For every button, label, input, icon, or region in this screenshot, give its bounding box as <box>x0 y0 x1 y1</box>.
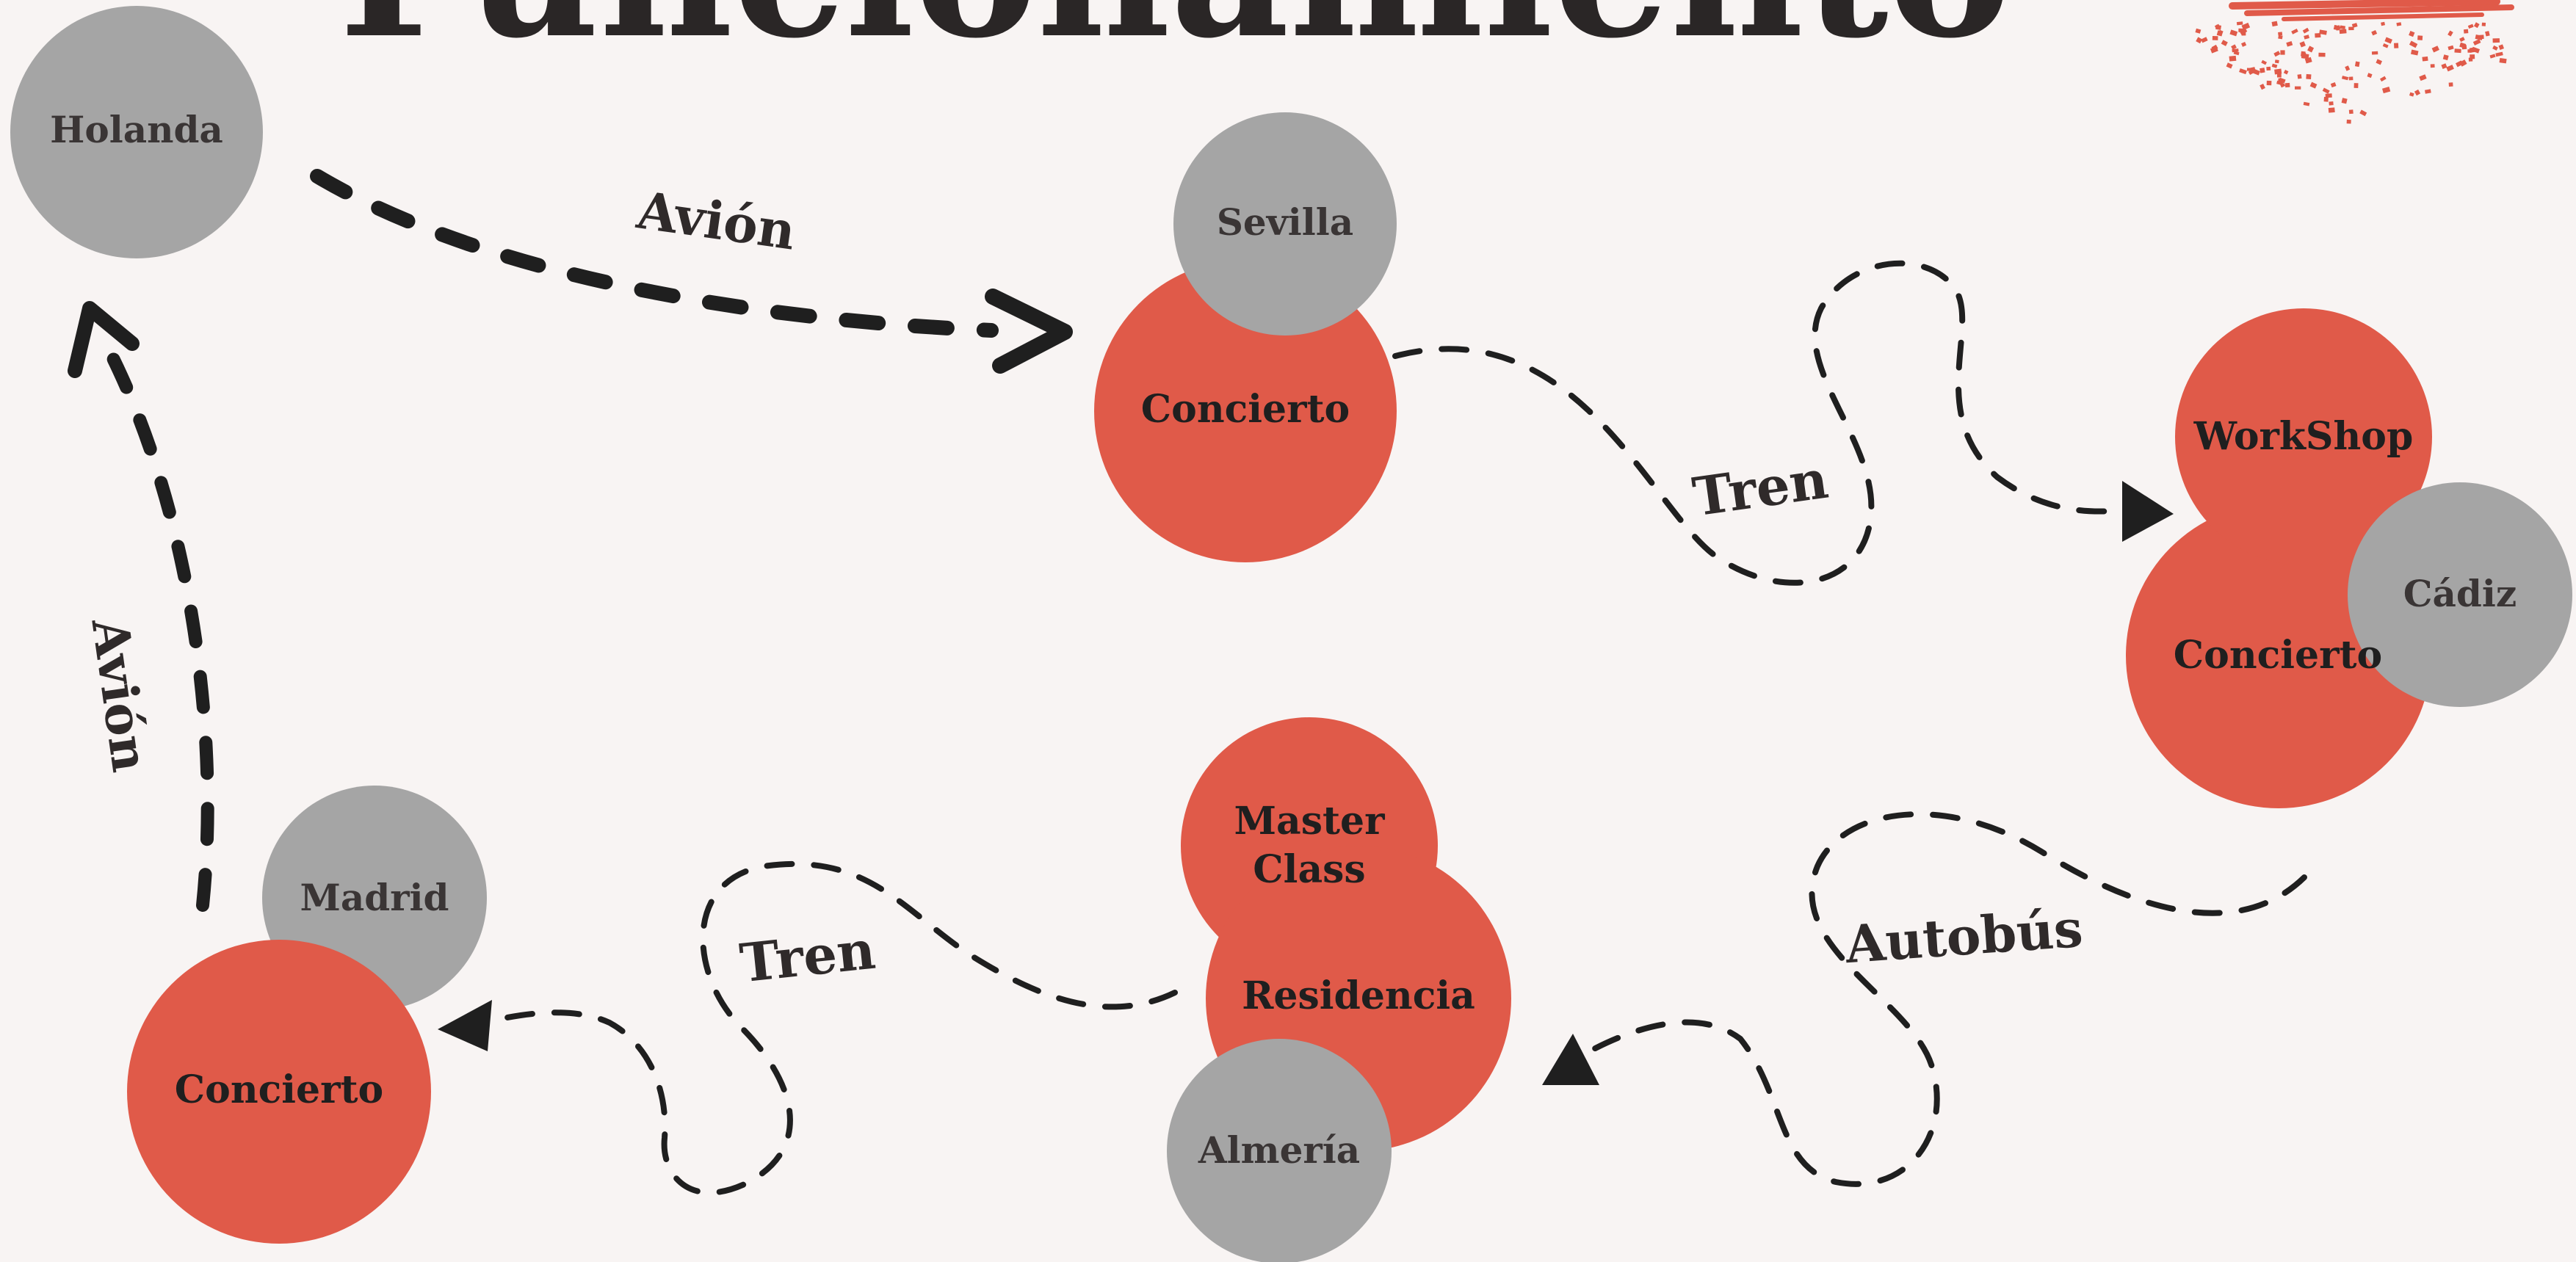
city-label-cadiz: Cádiz <box>2403 572 2517 615</box>
event-node-sevilla-concierto <box>1094 260 1397 562</box>
route-sevilla-cadiz-line <box>1392 260 2125 586</box>
stop-sevilla: Concierto Sevilla <box>1094 112 1397 562</box>
city-label-almeria: Almería <box>1198 1128 1360 1172</box>
event-node-madrid-concierto <box>127 940 431 1244</box>
event-label-almeria-masterclass-line2: Class <box>1253 847 1365 892</box>
event-label-almeria-masterclass-line1: Master <box>1234 799 1385 844</box>
event-node-cadiz-workshop <box>2175 308 2432 565</box>
arrow-head-sevilla-cadiz <box>2122 481 2174 542</box>
event-label-madrid-concierto: Concierto <box>175 1067 383 1112</box>
route-holanda-sevilla-line <box>310 169 999 338</box>
city-node-sevilla <box>1173 112 1397 336</box>
route-label-sevilla-cadiz: Tren <box>1689 448 1831 529</box>
stop-cadiz: WorkShop Cádiz Concierto <box>2126 308 2572 808</box>
arrow-head-holanda-sevilla <box>985 289 1073 374</box>
route-almeria-madrid-line <box>482 860 1178 1196</box>
page-title: Funcionamiento <box>339 0 2011 79</box>
route-label-almeria-madrid: Tren <box>737 918 878 995</box>
route-madrid-holanda-line <box>104 346 214 912</box>
city-label-madrid: Madrid <box>300 876 449 919</box>
arrow-head-madrid-holanda <box>68 301 140 378</box>
route-label-holanda-sevilla: Avión <box>633 179 800 261</box>
stop-madrid: Madrid Concierto <box>127 786 487 1244</box>
city-label-sevilla: Sevilla <box>1217 200 1353 244</box>
event-label-cadiz-workshop: WorkShop <box>2193 414 2414 459</box>
event-label-cadiz-concierto: Concierto <box>2174 633 2382 678</box>
route-cadiz-almeria-line <box>1576 811 2307 1187</box>
event-label-almeria-residencia: Residencia <box>1242 973 1475 1018</box>
city-node-almeria <box>1167 1039 1392 1262</box>
route-label-madrid-holanda: Avión <box>79 614 159 775</box>
red-dotted-brush-icon <box>2195 0 2514 124</box>
city-label-holanda: Holanda <box>50 108 223 151</box>
city-node-cadiz <box>2348 482 2572 707</box>
arrow-head-almeria-madrid <box>438 1000 492 1051</box>
city-node-holanda: Holanda <box>10 6 263 258</box>
event-label-sevilla-concierto: Concierto <box>1141 387 1350 432</box>
stop-almeria: Master Class Residencia Almería <box>1167 717 1511 1262</box>
route-label-cadiz-almeria: Autobús <box>1842 898 2084 975</box>
arrow-head-cadiz-almeria <box>1542 1034 1599 1085</box>
